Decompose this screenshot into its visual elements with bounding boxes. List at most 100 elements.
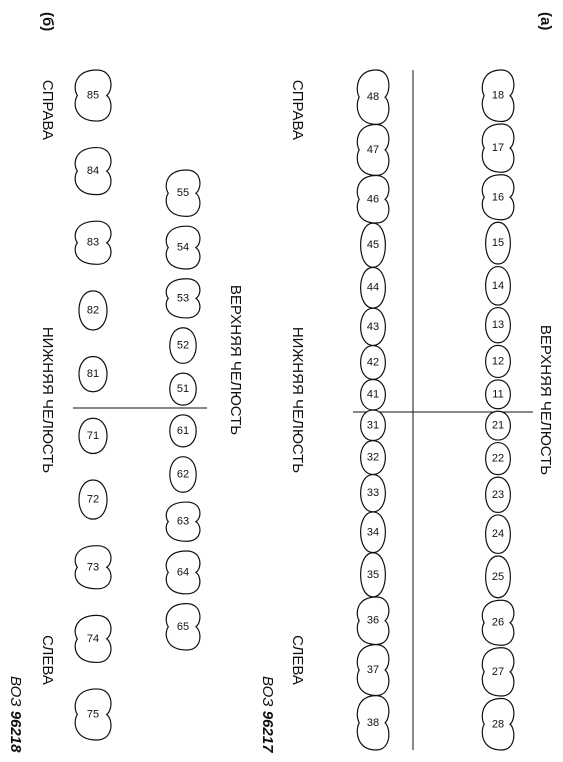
diagram-b-label: (б) (39, 12, 56, 31)
diagram-b-upper-tooth-outline-52 (169, 327, 197, 364)
diagram-b-lower-tooth-number-84: 84 (87, 165, 99, 177)
diagram-b-upper-tooth-number-53: 53 (177, 292, 189, 304)
diagram-a-lower-tooth-number-38: 38 (367, 717, 379, 729)
diagram-b-lower-tooth-number-81: 81 (87, 368, 99, 380)
diagram-a-lower-tooth-34: 34 (360, 511, 386, 554)
diagram-b-left-side-label: СЛЕВА (39, 635, 56, 685)
diagram-a-upper-tooth-outline-21 (485, 410, 511, 441)
diagram-b-upper-tooth-outline-62 (169, 456, 197, 493)
diagram-a-upper-tooth-27: 27 (481, 647, 515, 697)
diagram-b-upper-tooth-51: 51 (169, 372, 197, 406)
diagram-a-upper-tooth-outline-23 (485, 476, 511, 514)
diagram-a-upper-tooth-16: 16 (481, 174, 515, 221)
diagram-b-lower-tooth-84: 84 (74, 146, 112, 196)
diagram-a-lower-tooth-42: 42 (360, 344, 386, 380)
diagram-b-upper-tooth-outline-63 (165, 501, 201, 542)
diagram-a-lower-tooth-32: 32 (360, 440, 386, 476)
diagram-b-upper-tooth-outline-61 (169, 414, 197, 448)
diagram-a-upper-tooth-18: 18 (481, 69, 515, 123)
diagram-a-upper-tooth-outline-22 (485, 441, 511, 476)
diagram-b-lower-tooth-number-83: 83 (87, 237, 99, 249)
diagram-b-upper-tooth-53: 53 (165, 278, 201, 319)
diagram-a-lower-tooth-number-32: 32 (367, 452, 379, 464)
diagram-b-upper-tooth-number-61: 61 (177, 425, 189, 437)
diagram-a-lower-tooth-number-44: 44 (367, 282, 379, 294)
diagram-a-lower-tooth-46: 46 (356, 174, 390, 224)
diagram-b-lower-tooth-number-73: 73 (87, 561, 99, 573)
diagram-b-upper-tooth-number-52: 52 (177, 340, 189, 352)
diagram-b-lower-tooth-82: 82 (78, 290, 108, 331)
diagram-b-upper-tooth-62: 62 (169, 456, 197, 493)
diagram-a-code-number: 96217 (259, 711, 276, 753)
diagram-a: (a) ВЕРХНЯЯ ЧЕЛЮСТЬ НИЖНЯЯ ЧЕЛЮСТЬ СПРАВ… (259, 12, 554, 753)
diagram-a-upper-tooth-outline-28 (481, 697, 515, 751)
diagram-b-lower-tooth-72: 72 (78, 479, 108, 520)
diagram-a-upper-tooth-number-15: 15 (492, 237, 504, 249)
diagram-a-upper-tooth-outline-11 (485, 379, 511, 410)
diagram-a-upper-tooth-17: 17 (481, 123, 515, 173)
diagram-b-upper-tooth-outline-55 (165, 169, 201, 217)
diagram-b-lower-tooth-number-74: 74 (87, 633, 99, 645)
diagram-b-lower-tooth-73: 73 (74, 545, 112, 590)
diagram-a-lower-tooth-33: 33 (360, 473, 386, 513)
diagram-b-lower-tooth-outline-73 (74, 545, 112, 590)
diagram-a-upper-tooth-21: 21 (485, 410, 511, 441)
diagram-a-lower-tooth-number-47: 47 (367, 144, 379, 156)
diagram-a-upper-tooth-outline-16 (481, 174, 515, 221)
diagram-b-upper-tooth-outline-53 (165, 278, 201, 319)
diagram-a-upper-tooth-28: 28 (481, 697, 515, 751)
diagram-a-lower-tooth-43: 43 (360, 307, 386, 347)
diagram-a-lower-tooth-number-46: 46 (367, 193, 379, 205)
diagram-b-upper-tooth-outline-65 (165, 602, 201, 651)
diagram-b-lower-tooth-number-72: 72 (87, 494, 99, 506)
diagram-a-lower-tooth-35: 35 (360, 552, 386, 598)
diagram-b-upper-tooth-65: 65 (165, 602, 201, 651)
diagram-b: (б) ВЕРХНЯЯ ЧЕЛЮСТЬ НИЖНЯЯ ЧЕЛЮСТЬ СПРАВ… (7, 12, 244, 753)
diagram-b-lower-tooth-number-82: 82 (87, 304, 99, 316)
diagram-a-upper-tooth-22: 22 (485, 441, 511, 476)
diagram-b-upper-tooth-number-64: 64 (177, 566, 189, 578)
diagram-a-upper-tooth-outline-12 (485, 344, 511, 379)
diagram-b-lower-tooth-number-71: 71 (87, 430, 99, 442)
diagram-b-upper-tooth-54: 54 (165, 225, 201, 270)
diagram-b-upper-tooth-52: 52 (169, 327, 197, 364)
diagram-a-upper-tooth-outline-17 (481, 123, 515, 173)
diagram-a-lower-tooth-number-37: 37 (367, 664, 379, 676)
diagram-b-lower-tooth-74: 74 (74, 614, 112, 664)
diagram-a-upper-tooth-number-23: 23 (492, 489, 504, 501)
diagram-b-lower-tooth-outline-85 (74, 69, 112, 122)
diagram-b-lower-tooth-outline-83 (74, 220, 112, 265)
diagram-a-upper-tooth-12: 12 (485, 344, 511, 379)
diagram-b-lower-tooth-outline-71 (78, 417, 108, 455)
diagram-b-code-number: 96218 (7, 711, 24, 753)
diagram-a-lower-tooth-number-35: 35 (367, 569, 379, 581)
diagram-a-lower-tooth-48: 48 (356, 69, 390, 125)
diagram-a-lower-tooth-outline-38 (356, 695, 390, 751)
diagram-b-lower-tooth-number-75: 75 (87, 708, 99, 720)
diagram-a-upper-tooth-25: 25 (485, 555, 511, 599)
diagram-a-upper-tooth-outline-24 (485, 514, 511, 555)
diagram-a-upper-tooth-number-16: 16 (492, 191, 504, 203)
diagram-a-lower-tooth-number-48: 48 (367, 91, 379, 103)
diagram-a-upper-tooth-number-12: 12 (492, 355, 504, 367)
diagram-a-upper-jaw-title: ВЕРХНЯЯ ЧЕЛЮСТЬ (537, 325, 554, 475)
diagram-b-lower-tooth-outline-75 (74, 688, 112, 741)
diagram-a-upper-tooth-number-24: 24 (492, 528, 504, 540)
diagram-a-upper-tooth-number-13: 13 (492, 319, 504, 331)
diagram-a-lower-tooth-number-34: 34 (367, 526, 379, 538)
diagram-b-upper-tooth-number-63: 63 (177, 516, 189, 528)
diagram-a-lower-tooth-38: 38 (356, 695, 390, 751)
diagram-a-lower-jaw-title: НИЖНЯЯ ЧЕЛЮСТЬ (289, 327, 306, 473)
diagram-a-upper-tooth-14: 14 (485, 265, 511, 306)
diagram-a-lower-tooth-36: 36 (356, 596, 390, 646)
diagram-b-lower-tooth-outline-74 (74, 614, 112, 664)
diagram-b-upper-tooth-64: 64 (165, 550, 201, 595)
diagram-b-lower-tooth-outline-84 (74, 146, 112, 196)
diagram-a-lower-tooth-outline-46 (356, 174, 390, 224)
diagram-a-upper-tooth-outline-25 (485, 555, 511, 599)
diagram-a-code-prefix: ВОЗ (259, 676, 276, 711)
diagram-a-who-code: ВОЗ 96217 (259, 676, 276, 753)
diagram-a-label: (a) (537, 12, 554, 30)
diagram-b-lower-tooth-outline-72 (78, 479, 108, 520)
